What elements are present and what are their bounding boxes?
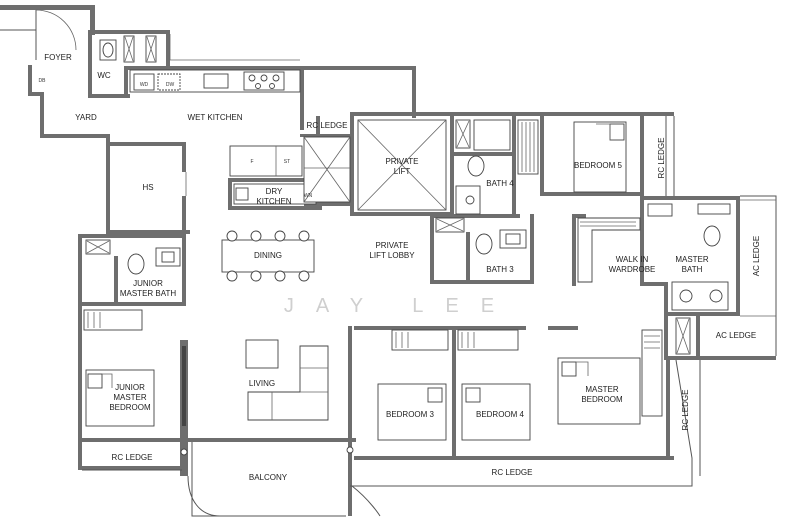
fixtures xyxy=(83,35,776,456)
room-labels: FOYER DB WC WD DW YARD WET KITCHEN HS RC… xyxy=(39,53,761,482)
label-master-bedroom-2: BEDROOM xyxy=(581,395,623,404)
label-f: F xyxy=(250,159,253,165)
label-dining: DINING xyxy=(254,251,282,260)
outline-lines xyxy=(0,9,777,517)
label-wc: WC xyxy=(97,71,111,80)
label-ac-ledge-v: AC LEDGE xyxy=(752,236,761,276)
label-rc-ledge-bottom: RC LEDGE xyxy=(492,468,533,477)
label-master-bedroom-1: MASTER xyxy=(585,385,619,394)
label-bath-4: BATH 4 xyxy=(486,179,514,188)
label-walk-in-2: WARDROBE xyxy=(609,265,656,274)
label-private-lift-lobby-1: PRIVATE xyxy=(375,241,408,250)
walls xyxy=(0,5,776,516)
label-wet-kitchen: WET KITCHEN xyxy=(188,113,243,122)
label-ac-ledge-h: AC LEDGE xyxy=(716,331,756,340)
label-balcony: BALCONY xyxy=(249,473,288,482)
label-wn: WN xyxy=(304,193,313,199)
label-yard: YARD xyxy=(75,113,97,122)
label-master-bath-1: MASTER xyxy=(675,255,709,264)
label-hs: HS xyxy=(142,183,153,192)
label-bedroom-3: BEDROOM 3 xyxy=(386,410,435,419)
label-living: LIVING xyxy=(249,379,275,388)
label-dw: DW xyxy=(166,82,175,88)
label-junior-master-bath-1: JUNIOR xyxy=(133,279,163,288)
label-dry-kitchen-1: DRY xyxy=(266,187,283,196)
label-junior-master-bedroom-1: JUNIOR xyxy=(115,383,145,392)
label-wd: WD xyxy=(140,82,149,88)
label-bedroom-5: BEDROOM 5 xyxy=(574,161,623,170)
label-rc-ledge-top: RC LEDGE xyxy=(307,121,348,130)
label-dry-kitchen-2: KITCHEN xyxy=(256,197,291,206)
label-private-lift-2: LIFT xyxy=(394,167,411,176)
label-db: DB xyxy=(39,78,47,84)
label-private-lift-lobby-2: LIFT LOBBY xyxy=(369,251,415,260)
label-private-lift-1: PRIVATE xyxy=(385,157,418,166)
label-junior-master-bedroom-2: MASTER xyxy=(113,393,147,402)
label-master-bath-2: BATH xyxy=(682,265,703,274)
label-rc-ledge-right: RC LEDGE xyxy=(657,138,666,179)
label-bedroom-4: BEDROOM 4 xyxy=(476,410,525,419)
label-walk-in-1: WALK IN xyxy=(616,255,649,264)
label-rc-ledge-left: RC LEDGE xyxy=(112,453,153,462)
label-junior-master-bedroom-3: BEDROOM xyxy=(109,403,151,412)
label-rc-ledge-far-right: RC LEDGE xyxy=(681,390,690,431)
label-st: ST xyxy=(284,159,290,165)
label-foyer: FOYER xyxy=(44,53,72,62)
label-bath-3: BATH 3 xyxy=(486,265,514,274)
label-junior-master-bath-2: MASTER BATH xyxy=(120,289,177,298)
watermark: JAY LEE xyxy=(284,295,516,317)
